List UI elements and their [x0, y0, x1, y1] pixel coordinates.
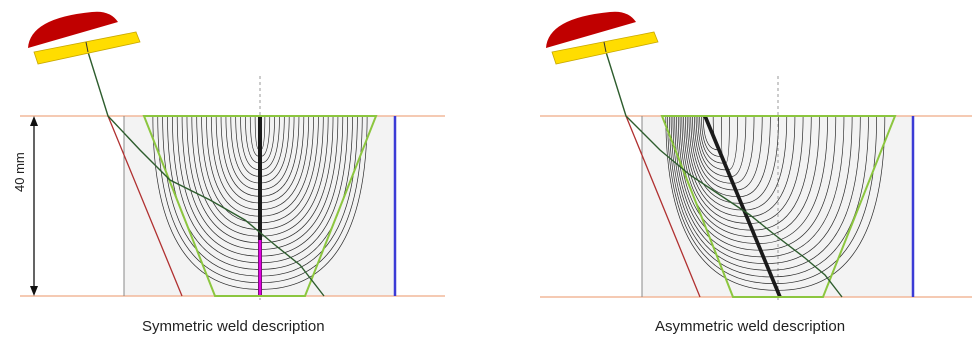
- grain-line: [690, 115, 738, 198]
- asymmetric-weld-panel: [540, 11, 972, 300]
- asymmetric-caption: Asymmetric weld description: [655, 318, 846, 335]
- grain-line: [167, 115, 260, 270]
- grain-line: [676, 115, 760, 251]
- grain-line: [260, 115, 275, 164]
- grain-line: [750, 115, 804, 224]
- grain-line: [260, 115, 324, 230]
- weld-grain-lines: [152, 115, 368, 296]
- grain-line: [260, 115, 329, 237]
- grain-centre-band: [703, 116, 782, 297]
- curved-ray: [605, 51, 843, 298]
- curved-ray: [87, 51, 325, 297]
- grain-line: [245, 115, 260, 164]
- grain-line: [685, 115, 746, 218]
- grain-line: [744, 115, 788, 211]
- ultrasonic-probe-icon: [546, 11, 659, 65]
- grain-line: [162, 115, 260, 277]
- grain-line: [683, 115, 749, 224]
- grain-line: [686, 115, 743, 211]
- grain-line: [260, 115, 314, 217]
- grain-line: [697, 115, 727, 171]
- grain-line: [260, 115, 300, 197]
- grain-line: [181, 115, 260, 250]
- grain-line: [731, 115, 747, 177]
- symmetric-weld-panel: [20, 11, 445, 300]
- grain-line: [677, 115, 757, 244]
- grain-line: [152, 115, 260, 290]
- grain-line: [260, 115, 310, 210]
- straight-ray: [107, 115, 183, 297]
- grain-line: [191, 115, 260, 237]
- grain-line: [665, 115, 777, 291]
- grain-line: [260, 115, 290, 184]
- grain-line: [693, 115, 732, 184]
- grain-line: [736, 115, 763, 191]
- grain-line: [775, 115, 878, 284]
- symmetric-caption: Symmetric weld description: [142, 318, 325, 335]
- grain-line: [670, 115, 768, 271]
- grain-line: [695, 115, 730, 177]
- ultrasonic-probe-icon: [28, 11, 141, 65]
- grain-line: [171, 115, 260, 264]
- grain-line: [260, 115, 271, 157]
- grain-line: [260, 115, 353, 270]
- grain-line: [210, 115, 260, 210]
- grain-line: [260, 115, 368, 290]
- grain-line: [756, 115, 820, 238]
- grain-line: [668, 115, 771, 278]
- grain-line: [758, 115, 828, 244]
- grain-line: [772, 115, 869, 278]
- grain-line: [699, 115, 724, 164]
- thickness-dimension-arrow: [30, 116, 38, 296]
- grain-line: [733, 115, 755, 184]
- grain-line: [769, 115, 861, 271]
- grain-line: [260, 115, 285, 177]
- grain-line: [739, 115, 771, 198]
- grain-line: [764, 115, 845, 258]
- straight-ray: [625, 115, 701, 298]
- grain-line: [742, 115, 779, 204]
- grain-line: [260, 115, 280, 170]
- grain-line: [728, 115, 739, 171]
- grain-line: [260, 115, 334, 244]
- grain-line: [215, 115, 260, 204]
- grain-line: [176, 115, 260, 257]
- grain-line: [225, 115, 260, 190]
- grain-line: [681, 115, 752, 231]
- grain-line: [767, 115, 853, 264]
- grain-line: [667, 115, 774, 284]
- grain-line: [260, 115, 344, 257]
- grain-line: [761, 115, 837, 251]
- grain-line: [186, 115, 260, 244]
- grain-line: [260, 115, 319, 224]
- grain-line: [220, 115, 260, 197]
- grain-line: [747, 115, 796, 218]
- grain-line: [692, 115, 735, 191]
- grain-line: [674, 115, 763, 258]
- weld-bevel: [660, 115, 897, 298]
- grain-line: [702, 115, 719, 151]
- grain-line: [778, 115, 886, 291]
- grain-line: [260, 115, 358, 277]
- grain-line: [701, 115, 721, 157]
- thickness-label: 40 mm: [12, 152, 27, 192]
- grain-line: [249, 115, 260, 157]
- grain-line: [235, 115, 260, 177]
- grain-line: [260, 115, 295, 190]
- grain-line: [260, 115, 349, 264]
- weld-bevel: [142, 115, 378, 297]
- grain-line: [206, 115, 260, 217]
- grain-line: [240, 115, 260, 170]
- grain-line: [260, 115, 305, 204]
- grain-line: [230, 115, 260, 184]
